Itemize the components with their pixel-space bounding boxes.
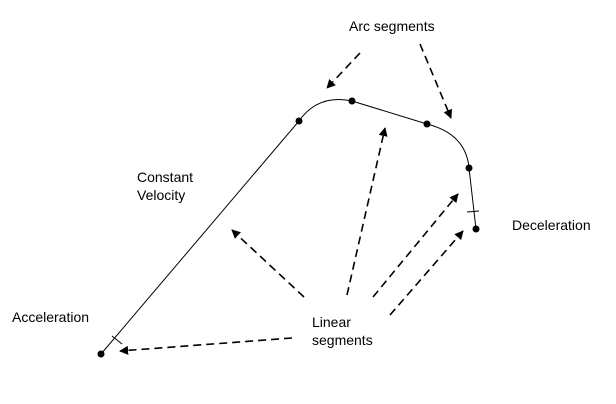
deceleration-tick	[466, 210, 480, 213]
arrow-arc-1	[326, 52, 361, 89]
label-linear-segments-line2: segments	[312, 332, 373, 348]
arrow-linear-to-top-segment	[346, 127, 388, 296]
arrow-arc-2	[419, 43, 453, 119]
arc-segment-1	[298, 99, 353, 122]
label-deceleration: Deceleration	[512, 216, 591, 234]
acceleration-tick	[111, 335, 123, 345]
label-linear-segments: Linear segments	[312, 313, 373, 349]
label-constant-velocity-line2: Velocity	[137, 187, 186, 203]
label-linear-segments-line1: Linear	[312, 314, 351, 330]
label-constant-velocity: Constant Velocity	[137, 168, 193, 204]
arrow-linear-to-end-segment	[389, 230, 464, 316]
linear-segment-top	[351, 100, 428, 125]
path-node-start	[97, 350, 105, 358]
label-acceleration-text: Acceleration	[12, 309, 90, 325]
path-node-arc1-start	[295, 117, 303, 125]
label-deceleration-text: Deceleration	[512, 217, 591, 233]
path-node-arc1-end	[348, 97, 356, 105]
arrow-linear-to-long-segment	[231, 229, 305, 298]
path-node-arc2-start	[423, 120, 431, 128]
arrow-linear-to-start	[119, 337, 293, 355]
path-node-end	[472, 225, 480, 233]
path-node-arc2-end	[465, 164, 473, 172]
linear-segment-long	[100, 120, 300, 355]
label-arc-segments: Arc segments	[349, 17, 435, 35]
label-acceleration: Acceleration	[12, 308, 89, 326]
label-constant-velocity-line1: Constant	[137, 169, 194, 185]
linear-segment-end	[468, 167, 477, 230]
arrow-linear-to-arc2-end	[372, 193, 459, 298]
arc-segment-2	[426, 123, 470, 169]
label-arc-segments-text: Arc segments	[349, 18, 435, 34]
